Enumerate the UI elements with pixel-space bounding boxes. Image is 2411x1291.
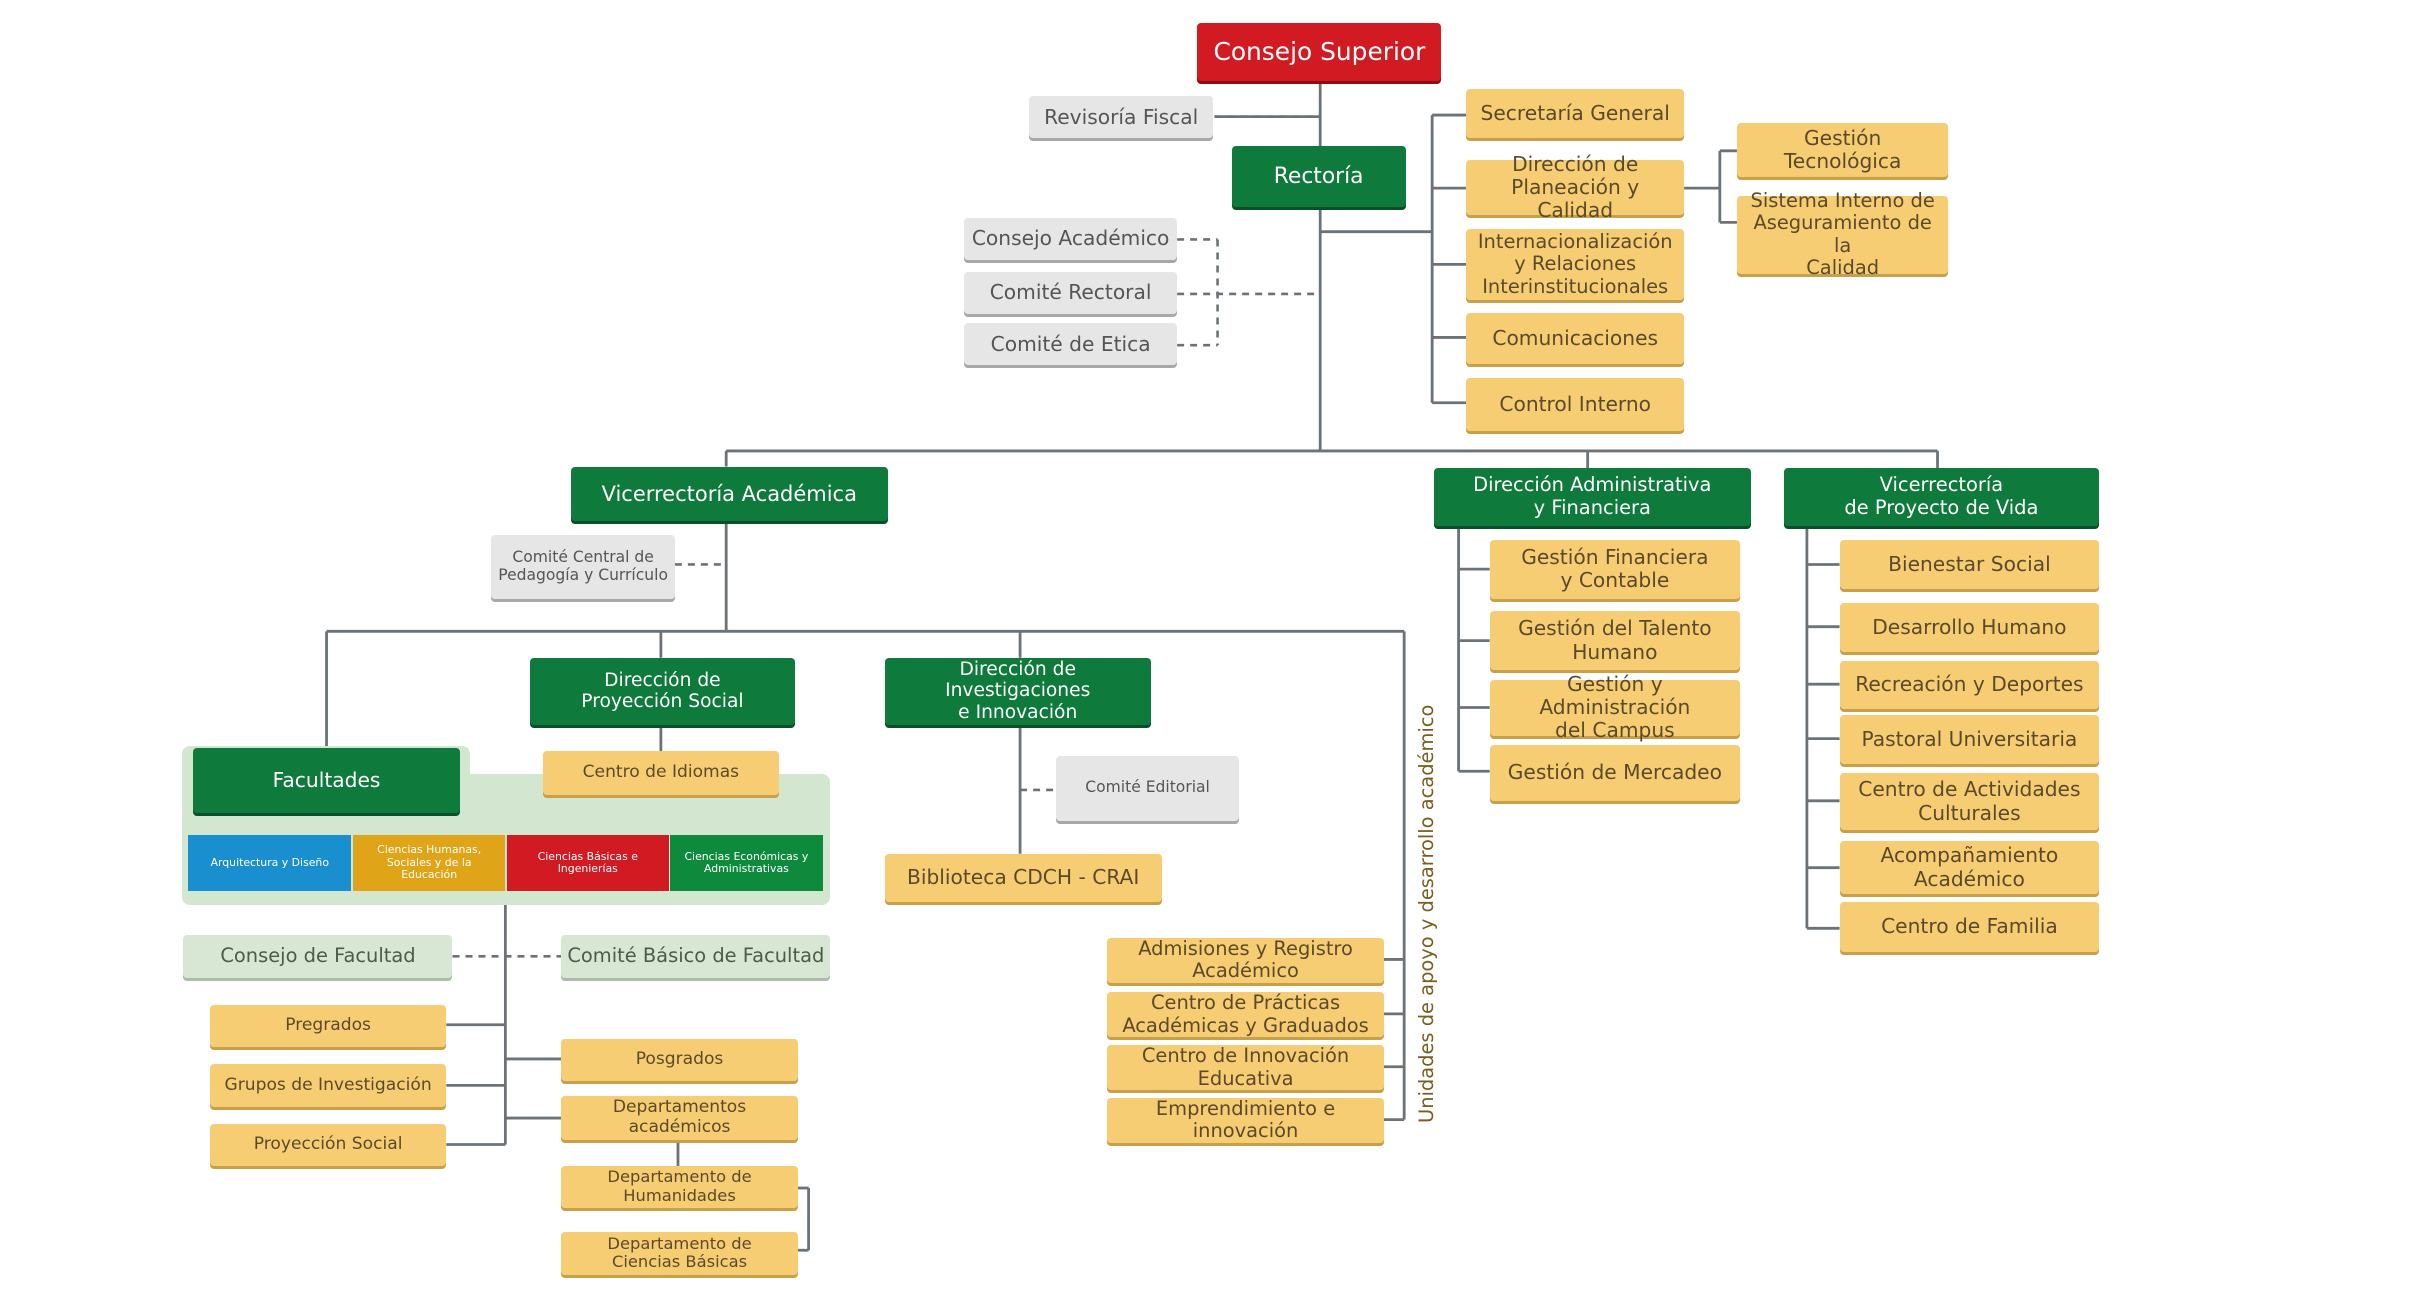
admisiones-box[interactable]: Admisiones y Registro Académico	[1107, 937, 1384, 983]
biblioteca-box[interactable]: Biblioteca CDCH - CRAI	[884, 853, 1162, 902]
revisoria-fiscal-box[interactable]: Revisoría Fiscal	[1029, 96, 1213, 139]
posgrados-box[interactable]: Posgrados	[561, 1038, 798, 1081]
control-interno-box[interactable]: Control Interno	[1466, 377, 1685, 431]
proyeccion-social-box[interactable]: Proyección Social	[209, 1124, 447, 1167]
pregrados-box[interactable]: Pregrados	[209, 1004, 447, 1047]
faculty-arquitectura-strip[interactable]: Arquitectura y Diseño	[188, 835, 352, 891]
innovacion-educativa-box[interactable]: Centro de Innovación Educativa	[1107, 1044, 1384, 1091]
proyeccion-social-dir-box[interactable]: Dirección de Proyección Social	[530, 657, 795, 725]
vida-vice-box[interactable]: Vicerrectoría de Proyecto de Vida	[1783, 468, 2100, 526]
internacionalizacion-box[interactable]: Internacionalización y Relaciones Interi…	[1466, 228, 1685, 301]
facultades-box[interactable]: Facultades	[192, 747, 461, 814]
gestion-financiera-box[interactable]: Gestión Financiera y Contable	[1489, 539, 1741, 599]
recreacion-deportes-box[interactable]: Recreación y Deportes	[1839, 660, 2100, 710]
apoyo-academico-label: Unidades de apoyo y desarrollo académico	[1415, 704, 1439, 1123]
administracion-campus-box[interactable]: Gestión y Administración del Campus	[1489, 672, 1741, 742]
emprendimiento-box[interactable]: Emprendimiento e innovación	[1107, 1097, 1384, 1143]
actividades-culturales-box[interactable]: Centro de Actividades Culturales	[1839, 772, 2100, 831]
consejo-academico-box[interactable]: Consejo Académico	[964, 217, 1178, 260]
faculty-ciencias-basicas-strip[interactable]: Ciencias Básicas e Ingenierías	[506, 835, 669, 891]
faculty-ciencias-humanas-strip[interactable]: Ciencias Humanas, Sociales y de la Educa…	[352, 835, 506, 891]
desarrollo-humano-box[interactable]: Desarrollo Humano	[1839, 603, 2100, 652]
planeacion-calidad-box[interactable]: Dirección de Planeación y Calidad	[1466, 152, 1685, 222]
comite-etica-box[interactable]: Comité de Etica	[964, 323, 1178, 366]
admin-dir-box[interactable]: Dirección Administrativa y Financiera	[1433, 468, 1751, 526]
vicerrectoria-academica-box[interactable]: Vicerrectoría Académica	[570, 466, 888, 521]
acompanamiento-box[interactable]: Acompañamiento Académico	[1839, 841, 2100, 895]
departamentos-box[interactable]: Departamentos académicos	[561, 1096, 798, 1140]
talento-humano-box[interactable]: Gestión del Talento Humano	[1489, 611, 1741, 671]
consejo-superior-box[interactable]: Consejo Superior	[1197, 23, 1442, 81]
centro-practicas-box[interactable]: Centro de Prácticas Académicas y Graduad…	[1107, 992, 1384, 1038]
comite-editorial-box[interactable]: Comité Editorial	[1055, 755, 1240, 822]
gestion-tecnologica-box[interactable]: Gestión Tecnológica	[1736, 122, 1949, 178]
faculty-ciencias-economicas-strip[interactable]: Ciencias Económicas y Administrativas	[670, 835, 823, 891]
comunicaciones-box[interactable]: Comunicaciones	[1466, 312, 1685, 364]
dep-ciencias-basicas-box[interactable]: Departamento de Ciencias Básicas	[561, 1231, 798, 1276]
grupos-investigacion-box[interactable]: Grupos de Investigación	[209, 1063, 447, 1108]
dep-humanidades-box[interactable]: Departamento de Humanidades	[561, 1166, 798, 1209]
rectoria-box[interactable]: Rectoría	[1231, 146, 1406, 207]
sistema-interno-box[interactable]: Sistema Interno de Aseguramiento de la C…	[1736, 189, 1949, 279]
secretaria-general-box[interactable]: Secretaría General	[1466, 88, 1685, 139]
comite-central-box[interactable]: Comité Central de Pedagogía y Currículo	[491, 534, 675, 599]
investigaciones-dir-box[interactable]: Dirección de Investigaciones e Innovació…	[884, 657, 1151, 725]
comite-basico-box[interactable]: Comité Básico de Facultad	[561, 934, 831, 979]
pastoral-box[interactable]: Pastoral Universitaria	[1839, 715, 2100, 764]
centro-familia-box[interactable]: Centro de Familia	[1839, 901, 2100, 952]
centro-idiomas-box[interactable]: Centro de Idiomas	[542, 751, 780, 795]
consejo-facultad-box[interactable]: Consejo de Facultad	[183, 934, 453, 979]
mercadeo-box[interactable]: Gestión de Mercadeo	[1489, 744, 1741, 801]
comite-rectoral-box[interactable]: Comité Rectoral	[964, 272, 1178, 315]
bienestar-social-box[interactable]: Bienestar Social	[1839, 539, 2100, 590]
